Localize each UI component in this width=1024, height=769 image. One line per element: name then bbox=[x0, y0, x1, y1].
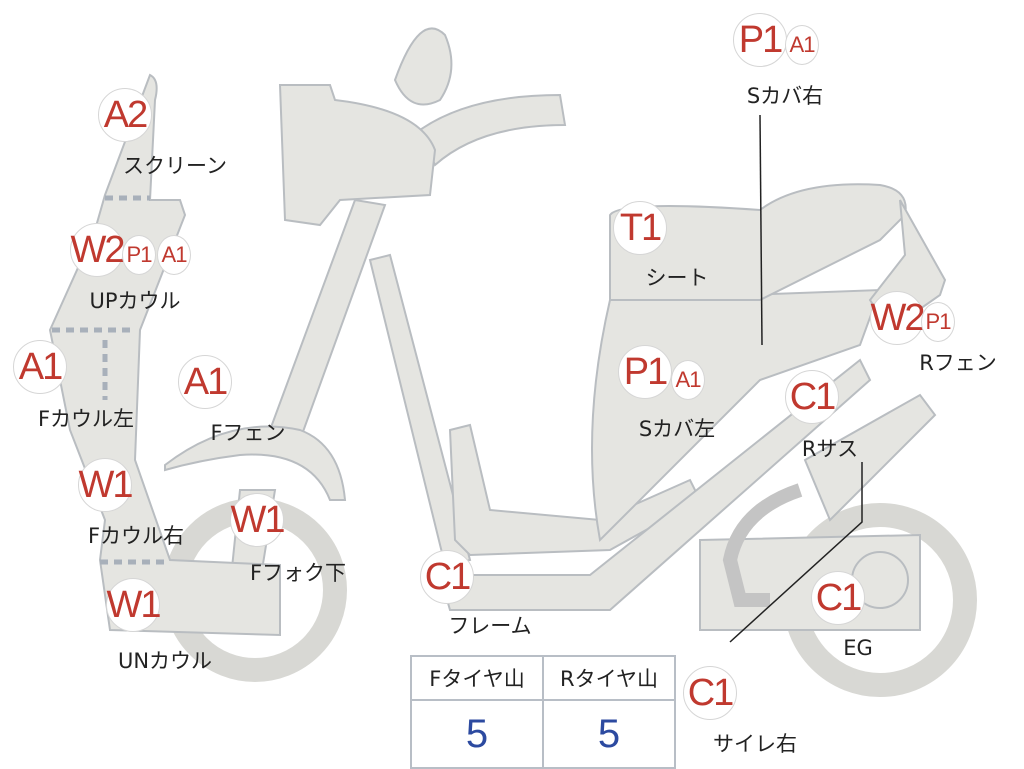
part-label: Sカバ左 bbox=[638, 417, 716, 441]
front-fender bbox=[164, 425, 347, 501]
part-label: Fカウル左 bbox=[37, 407, 135, 431]
rear-tire-value: 5 bbox=[542, 699, 676, 769]
damage-code-badge: P1 bbox=[921, 302, 955, 342]
part-label: Rサス bbox=[801, 437, 859, 461]
damage-code-badge: W2 bbox=[870, 291, 926, 345]
part-label: EG bbox=[843, 636, 873, 660]
part-label: フレーム bbox=[448, 614, 532, 638]
mirror bbox=[393, 27, 453, 106]
front-tire-value: 5 bbox=[410, 699, 544, 769]
damage-code-badge: W1 bbox=[230, 493, 286, 547]
damage-code-badge: C1 bbox=[420, 550, 474, 604]
part-label: シート bbox=[645, 266, 709, 290]
handle-cover bbox=[278, 84, 437, 227]
damage-code-badge: A1 bbox=[785, 25, 819, 65]
damage-code-badge: A1 bbox=[671, 360, 705, 400]
handlebar bbox=[418, 93, 567, 167]
part-label: Sカバ右 bbox=[746, 84, 824, 108]
damage-code-badge: A1 bbox=[178, 355, 232, 409]
part-label: Fフェン bbox=[210, 421, 286, 445]
part-label: Rフェン bbox=[919, 351, 997, 375]
damage-code-badge: W2 bbox=[70, 223, 126, 277]
damage-code-badge: W1 bbox=[106, 578, 162, 632]
steering-tube bbox=[268, 198, 387, 442]
floor-board bbox=[448, 423, 702, 557]
frame-lower bbox=[438, 358, 872, 611]
frame-down bbox=[368, 253, 472, 567]
damage-code-badge: P1 bbox=[122, 235, 156, 275]
part-label: UNカウル bbox=[117, 649, 213, 673]
rear-tire-header: Rタイヤ山 bbox=[542, 655, 676, 701]
damage-code-badge: C1 bbox=[683, 666, 737, 720]
damage-code-badge: A1 bbox=[157, 235, 191, 275]
part-label: Fカウル右 bbox=[87, 524, 185, 548]
damage-code-badge: C1 bbox=[811, 571, 865, 625]
damage-code-badge: A1 bbox=[13, 340, 67, 394]
leader-line-s-cover-right bbox=[759, 114, 763, 346]
leader-line-muffler bbox=[729, 462, 863, 643]
damage-code-badge: A2 bbox=[98, 88, 152, 142]
damage-code-badge: C1 bbox=[785, 370, 839, 424]
part-label: Fフォク下 bbox=[249, 561, 347, 585]
damage-code-badge: P1 bbox=[733, 13, 787, 67]
front-tire-header: Fタイヤ山 bbox=[410, 655, 544, 701]
part-label: サイレ右 bbox=[713, 732, 797, 756]
muffler bbox=[803, 393, 937, 522]
part-label: スクリーン bbox=[123, 154, 227, 178]
damage-code-badge: P1 bbox=[618, 345, 672, 399]
tire-tread-table: Fタイヤ山 Rタイヤ山 5 5 bbox=[410, 655, 676, 769]
damage-code-badge: W1 bbox=[78, 458, 134, 512]
part-label: UPカウル bbox=[89, 289, 181, 313]
exhaust-pipe bbox=[722, 483, 803, 607]
damage-code-badge: T1 bbox=[613, 201, 667, 255]
